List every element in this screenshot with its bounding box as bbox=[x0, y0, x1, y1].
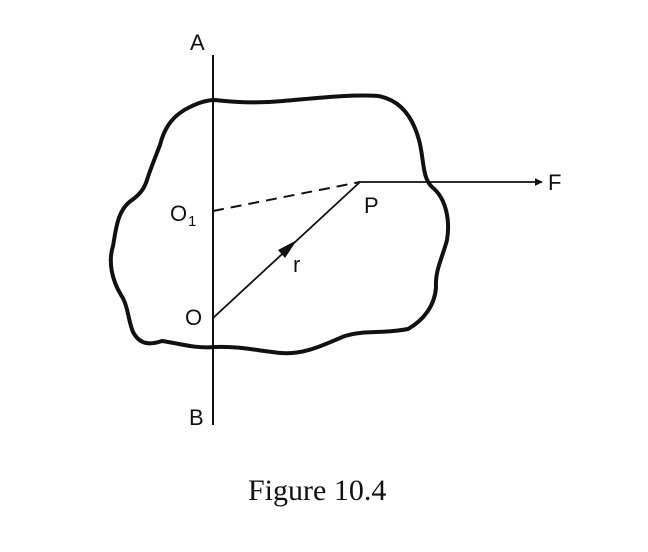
label-o1-subscript: 1 bbox=[188, 213, 196, 230]
figure-caption: Figure 10.4 bbox=[248, 474, 386, 507]
label-p: P bbox=[364, 193, 379, 218]
label-o: O bbox=[185, 305, 202, 330]
label-r: r bbox=[293, 252, 300, 277]
rigid-body-outline bbox=[108, 93, 451, 356]
label-b: B bbox=[189, 405, 204, 430]
vector-r-arrowhead bbox=[278, 240, 297, 258]
label-o1: O bbox=[170, 201, 187, 226]
dashed-line-o1-p bbox=[212, 181, 361, 212]
label-f: F bbox=[548, 170, 561, 195]
label-a: A bbox=[190, 30, 205, 55]
